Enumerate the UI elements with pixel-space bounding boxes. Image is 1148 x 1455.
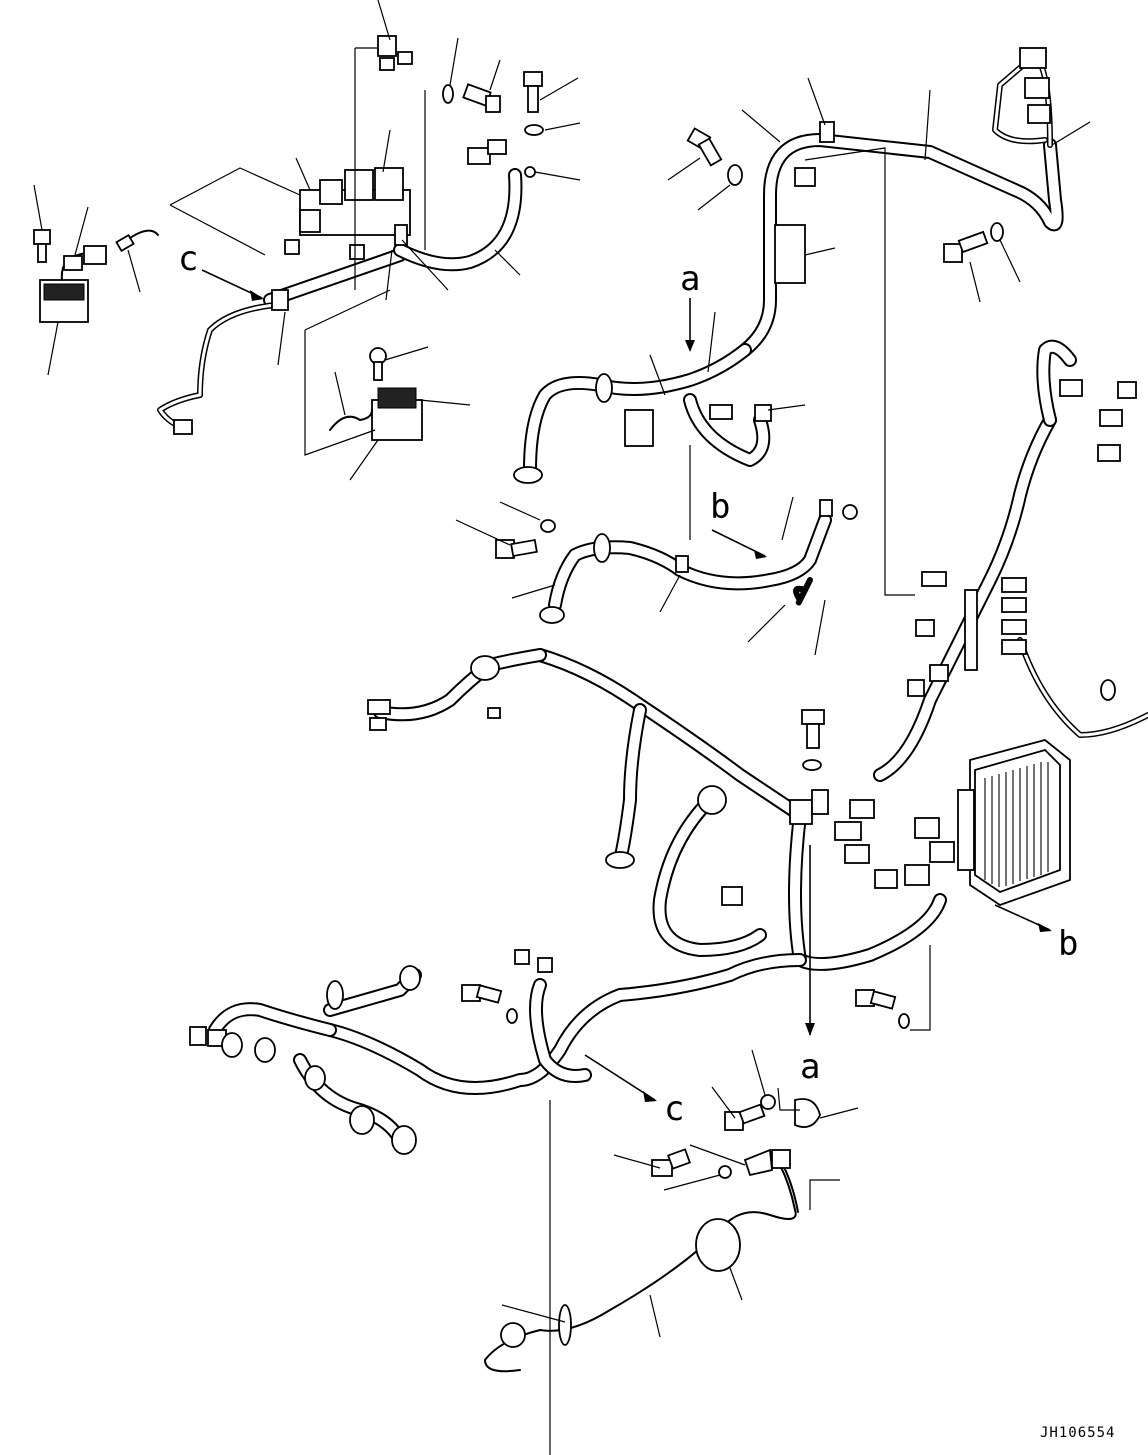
bolt-icon [461,984,503,1004]
callout-c-bottom: c [584,1054,684,1129]
leader-lines-top-right [649,77,1091,411]
bolt-icon [651,1148,692,1177]
callout-a-top: a [680,259,700,540]
bolt-icon [801,709,825,749]
bolt-icon [686,127,723,167]
callout-c-left-label: c [178,239,198,279]
bolt-icon [33,229,51,263]
leader-lines-bottom [501,1049,859,1338]
main-engine-harness [189,339,1148,1155]
leader-lines-top-left [33,0,581,481]
bolt-icon [943,230,989,263]
callout-a-bottom: a [800,845,820,1087]
leader-lines-middle [455,496,826,656]
sensor-harness [484,1087,821,1455]
relay-harness-assembly [33,35,544,456]
callout-b-top-label: b [710,487,730,527]
callout-c-bottom-label: c [664,1089,684,1129]
callout-c-left: c [178,239,264,301]
bolt-icon [724,1103,766,1131]
bolt-icon [369,347,387,381]
bolt-icon [495,538,538,559]
cab-harness-assembly [513,47,1064,596]
callout-a-bottom-label: a [800,1047,820,1087]
controller-unit [957,739,1071,906]
callout-b-right: b [994,904,1078,964]
b-detail-harness [495,499,858,624]
drawing-number: JH106554 [1040,1425,1115,1441]
bolt-icon [523,71,543,113]
callout-b-top: b [710,487,767,559]
callout-a-top-label: a [680,259,700,299]
bolt-icon [462,83,501,113]
bolt-icon [855,989,897,1010]
callout-b-right-label: b [1058,924,1078,964]
